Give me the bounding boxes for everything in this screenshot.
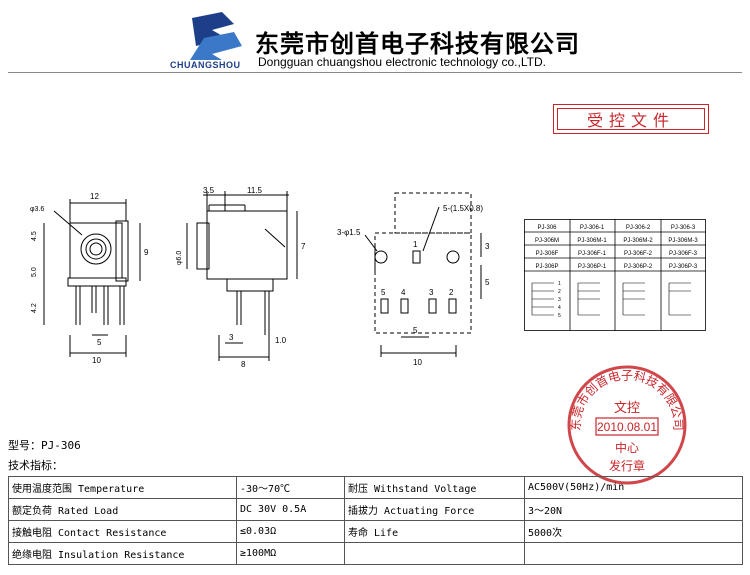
front-dim-height: 9: [144, 248, 149, 257]
front-dim-width: 12: [90, 192, 99, 201]
spec-value: AC500V(50Hz)/min: [524, 476, 743, 499]
spec-label: 绝缘电阻 Insulation Resistance: [8, 542, 237, 565]
schematic-pin-label: 3: [558, 297, 561, 303]
front-dim-c: 4.2: [31, 303, 38, 313]
front-dim-diameter: φ3.6: [30, 206, 44, 213]
seal-date: 2010.08.01: [597, 420, 657, 434]
side-dim-diameter: φ6.0: [176, 251, 183, 265]
spec-label: 插拔力 Actuating Force: [344, 498, 525, 521]
part-cell: PJ-306M-2: [623, 238, 653, 244]
side-dim-height: 7: [301, 242, 306, 251]
table-row: 使用温度范围 Temperature -30～70℃ 耐压 Withstand …: [8, 476, 743, 499]
spec-value: ≥100MΩ: [236, 542, 345, 565]
part-cell: PJ-306F-1: [578, 251, 607, 257]
spec-label: 寿命 Life: [344, 520, 525, 543]
part-cell: PJ-306F: [536, 251, 559, 257]
tech-spec-heading: 技术指标：: [8, 459, 63, 472]
pcb-dim-5-horizontal: 5: [413, 326, 418, 335]
spec-label: 耐压 Withstand Voltage: [344, 476, 525, 499]
pcb-dim-10: 10: [413, 358, 422, 367]
side-dim-pin-width: 1.0: [275, 336, 287, 345]
front-view-drawing: 12 φ3.6 4.5 5.0 4.2 5 10 9: [30, 192, 149, 365]
spec-label: 额定负荷 Rated Load: [8, 498, 237, 521]
spec-value: 5000次: [524, 520, 743, 543]
table-row: 接触电阻 Contact Resistance ≤0.03Ω 寿命 Life 5…: [8, 520, 743, 543]
part-cell: PJ-306P-3: [669, 264, 698, 270]
spec-value: -30～70℃: [236, 476, 345, 499]
spec-value: 3～20N: [524, 498, 743, 521]
table-row: 额定负荷 Rated Load DC 30V 0.5A 插拔力 Actuatin…: [8, 498, 743, 521]
part-cell: PJ-306P-2: [624, 264, 653, 270]
seal-footer-label: 发行章: [609, 458, 645, 473]
company-title-cn: 东莞市创首电子科技有限公司: [255, 29, 580, 58]
part-cell: PJ-306: [537, 225, 557, 231]
part-cell: PJ-306M-3: [668, 238, 698, 244]
controlled-document-label: 受控文件: [557, 108, 705, 130]
part-cell: PJ-306P: [535, 264, 558, 270]
front-dim-a: 4.5: [31, 231, 38, 241]
controlled-document-stamp: 受控文件: [553, 104, 709, 134]
pcb-hole-size: 5-(1.5X0.8): [443, 204, 483, 213]
part-cell: PJ-306-1: [580, 225, 605, 231]
part-number-table: PJ-306 PJ-306-1 PJ-306-2 PJ-306-3 PJ-306…: [524, 219, 706, 331]
spec-value: DC 30V 0.5A: [236, 498, 345, 521]
schematic-pin-label: 5: [558, 313, 561, 319]
company-seal: 东莞市创首电子科技有限公司 文控 2010.08.01 中心 发行章: [567, 365, 687, 485]
side-dim-front: 3.5: [203, 186, 215, 195]
header-divider: [8, 72, 742, 73]
schematic-pin-label: 4: [558, 305, 561, 311]
pcb-dim-3: 3: [485, 242, 490, 251]
table-row: 绝缘电阻 Insulation Resistance ≥100MΩ: [8, 542, 743, 565]
side-dim-base: 8: [241, 360, 246, 369]
front-dim-base: 10: [92, 356, 101, 365]
spec-label: 使用温度范围 Temperature: [8, 476, 237, 499]
part-cell: PJ-306F-3: [669, 251, 698, 257]
pcb-layout-drawing: 5-(1.5X0.8) 3-φ1.5 1 5 4 3 2 3 5 5 10: [337, 192, 490, 367]
part-cell: PJ-306-2: [626, 225, 651, 231]
pcb-pin-1: 1: [413, 240, 418, 249]
pcb-pin-size: 3-φ1.5: [337, 228, 361, 237]
side-view-drawing: 3.5 11.5 φ6.0 7 3 1.0 8: [176, 186, 306, 369]
pcb-pin-3: 3: [429, 288, 434, 297]
seal-doc-label: 文控: [614, 400, 640, 415]
side-dim-length: 11.5: [247, 186, 263, 195]
front-dim-b: 5.0: [31, 267, 38, 277]
spec-value: [524, 542, 743, 565]
company-title-en: Dongguan chuangshou electronic technolog…: [258, 55, 546, 69]
side-dim-pin-offset: 3: [229, 333, 234, 342]
part-cell: PJ-306P-1: [578, 264, 607, 270]
schematic-pin-label: 1: [558, 281, 561, 287]
seal-center-label: 中心: [615, 440, 639, 455]
pcb-pin-4: 4: [401, 288, 406, 297]
spec-label: 接触电阻 Contact Resistance: [8, 520, 237, 543]
spec-table: 使用温度范围 Temperature -30～70℃ 耐压 Withstand …: [8, 476, 743, 565]
spec-value: ≤0.03Ω: [236, 520, 345, 543]
part-cell: PJ-306-3: [671, 225, 696, 231]
model-number: 型号：PJ-306: [8, 439, 81, 452]
brand-name: CHUANGSHOU: [170, 60, 241, 70]
pcb-dim-5-vertical: 5: [485, 278, 490, 287]
schematic-pin-label: 2: [558, 289, 561, 295]
spec-label: [344, 542, 525, 565]
pcb-pin-2: 2: [449, 288, 454, 297]
part-cell: PJ-306M-1: [577, 238, 607, 244]
pcb-pin-5: 5: [381, 288, 386, 297]
front-dim-pitch: 5: [97, 338, 102, 347]
part-cell: PJ-306M: [535, 238, 559, 244]
company-logo: [190, 12, 242, 60]
part-cell: PJ-306F-2: [624, 251, 653, 257]
